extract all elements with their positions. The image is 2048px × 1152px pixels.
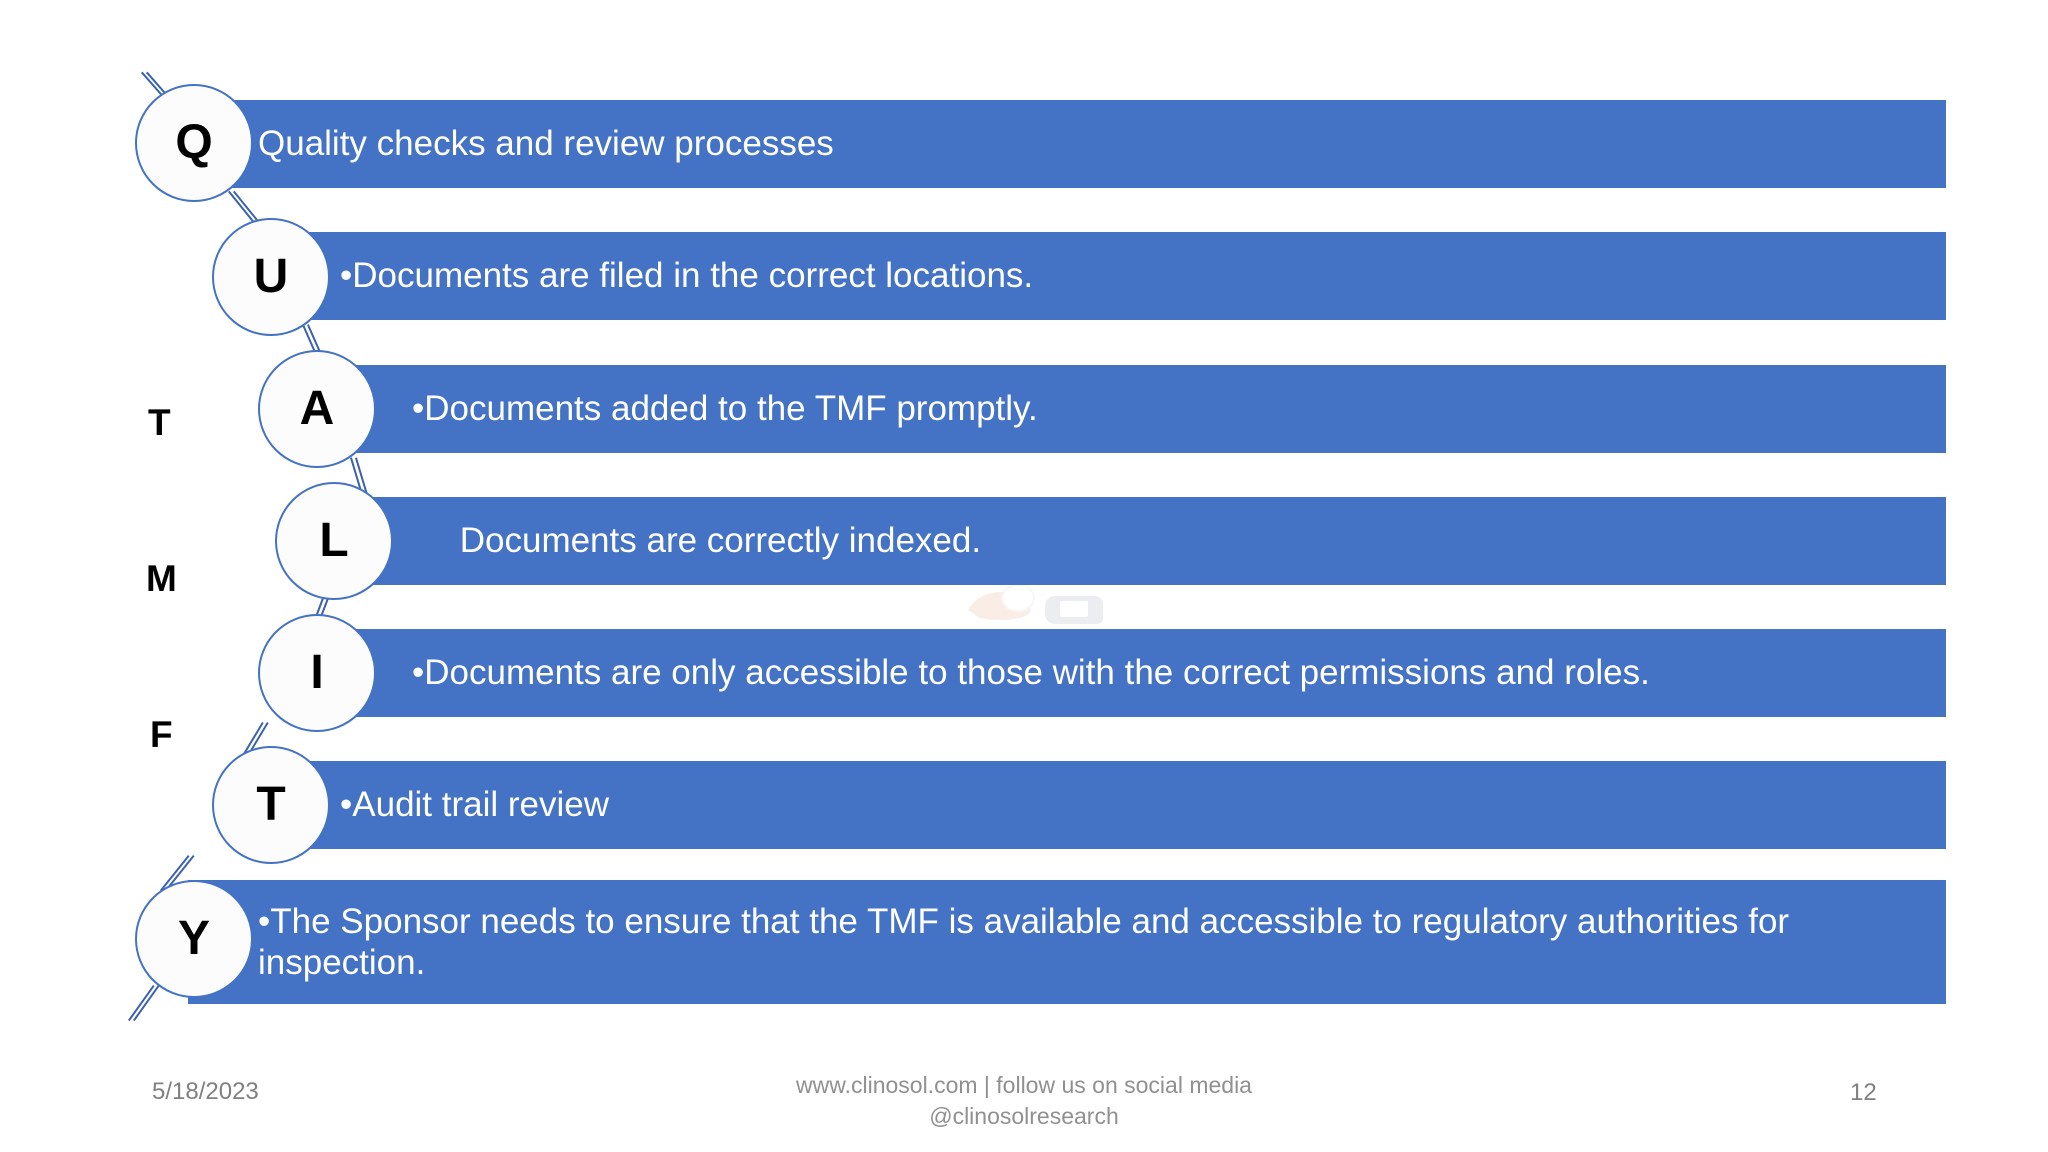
node-letter: I: [310, 646, 324, 699]
node-letter: A: [299, 382, 335, 435]
bar-text: •Documents added to the TMF promptly.: [412, 389, 1038, 429]
letter-node-i-4: I: [258, 614, 376, 732]
content-bar: •The Sponsor needs to ensure that the TM…: [188, 880, 1946, 1004]
node-letter: T: [256, 778, 286, 831]
footer-credits: www.clinosol.com | follow us on social m…: [724, 1070, 1324, 1132]
letter-node-l-3: L: [275, 482, 393, 600]
bar-text: •Audit trail review: [340, 785, 610, 825]
content-bar: •Documents added to the TMF promptly.: [327, 365, 1946, 453]
footer-website-line: www.clinosol.com | follow us on social m…: [796, 1072, 1252, 1098]
content-bar: •Audit trail review: [265, 761, 1946, 849]
node-letter: Q: [175, 116, 213, 169]
letter-node-u-1: U: [212, 218, 330, 336]
footer-handle-line: @clinosolresearch: [929, 1103, 1119, 1130]
bar-text: •Documents are filed in the correct loca…: [340, 256, 1034, 296]
bar-text: •The Sponsor needs to ensure that the TM…: [258, 901, 1799, 982]
content-bar: Documents are correctly indexed.: [355, 497, 1946, 585]
node-letter: U: [253, 250, 289, 303]
content-bar: Quality checks and review processes: [188, 100, 1946, 188]
letter-node-q-0: Q: [135, 84, 253, 202]
connector-line: [133, 985, 160, 1022]
spine-letter-m: M: [146, 558, 177, 599]
bar-text: Quality checks and review processes: [258, 124, 834, 164]
node-letter: L: [319, 514, 349, 567]
spine-letter-f: F: [150, 714, 173, 755]
bar-text: •Documents are only accessible to those …: [412, 653, 1650, 693]
content-bar: •Documents are only accessible to those …: [327, 629, 1946, 717]
content-bar: •Documents are filed in the correct loca…: [265, 232, 1946, 320]
footer-date: 5/18/2023: [152, 1078, 259, 1105]
connector-line: [128, 985, 155, 1022]
letter-node-a-2: A: [258, 350, 376, 468]
spine-letter-t: T: [148, 402, 171, 443]
letter-node-y-6: Y: [135, 880, 253, 998]
slide-page-number: 12: [1850, 1079, 1877, 1106]
node-letter: Y: [177, 912, 210, 965]
bar-text: Documents are correctly indexed.: [450, 521, 982, 561]
letter-node-t-5: T: [212, 746, 330, 864]
